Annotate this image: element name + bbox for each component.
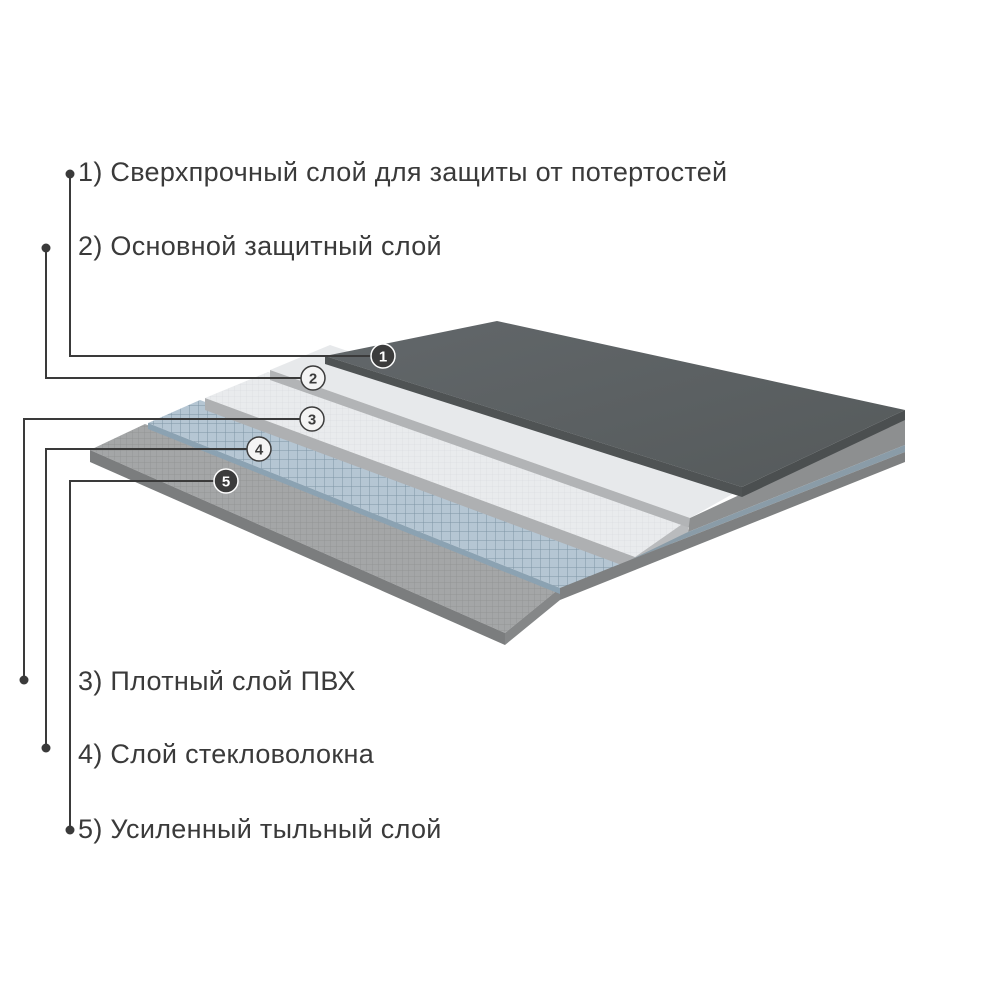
layer-label-1: 1) Сверхпрочный слой для защиты от потер… xyxy=(78,157,728,187)
layer-label-2: 2) Основной защитный слой xyxy=(78,231,442,261)
leader-dot-4 xyxy=(41,743,51,753)
main-protective-layer xyxy=(270,345,745,528)
leader-dots xyxy=(19,169,75,835)
leader-line-5 xyxy=(69,480,226,830)
badge-3: 3 xyxy=(299,406,325,432)
leader-dot-5 xyxy=(65,825,75,835)
svg-text:5: 5 xyxy=(222,474,230,491)
leader-dot-1 xyxy=(65,169,75,179)
layer-label-5: 5) Усиленный тыльный слой xyxy=(78,814,442,844)
side-edge xyxy=(560,418,905,600)
leader-line-2 xyxy=(45,248,313,379)
svg-text:4: 4 xyxy=(255,442,264,459)
top-wear-layer xyxy=(325,321,905,497)
badge-4: 4 xyxy=(246,436,272,462)
leader-line-4 xyxy=(45,448,259,748)
layer-label-4: 4) Слой стекловолокна xyxy=(78,739,375,769)
layer-label-3: 3) Плотный слой ПВХ xyxy=(78,666,356,696)
leader-line-3 xyxy=(23,418,312,680)
leader-line-1 xyxy=(69,174,383,357)
svg-text:1: 1 xyxy=(379,349,387,366)
svg-text:2: 2 xyxy=(309,371,317,388)
backing-layer xyxy=(90,424,560,645)
badge-5: 5 xyxy=(213,468,239,494)
leader-dot-2 xyxy=(41,243,51,253)
leader-dot-3 xyxy=(19,675,29,685)
badge-1: 1 xyxy=(370,343,396,369)
badge-2: 2 xyxy=(300,365,326,391)
svg-text:3: 3 xyxy=(308,412,316,429)
leader-lines xyxy=(23,174,383,830)
